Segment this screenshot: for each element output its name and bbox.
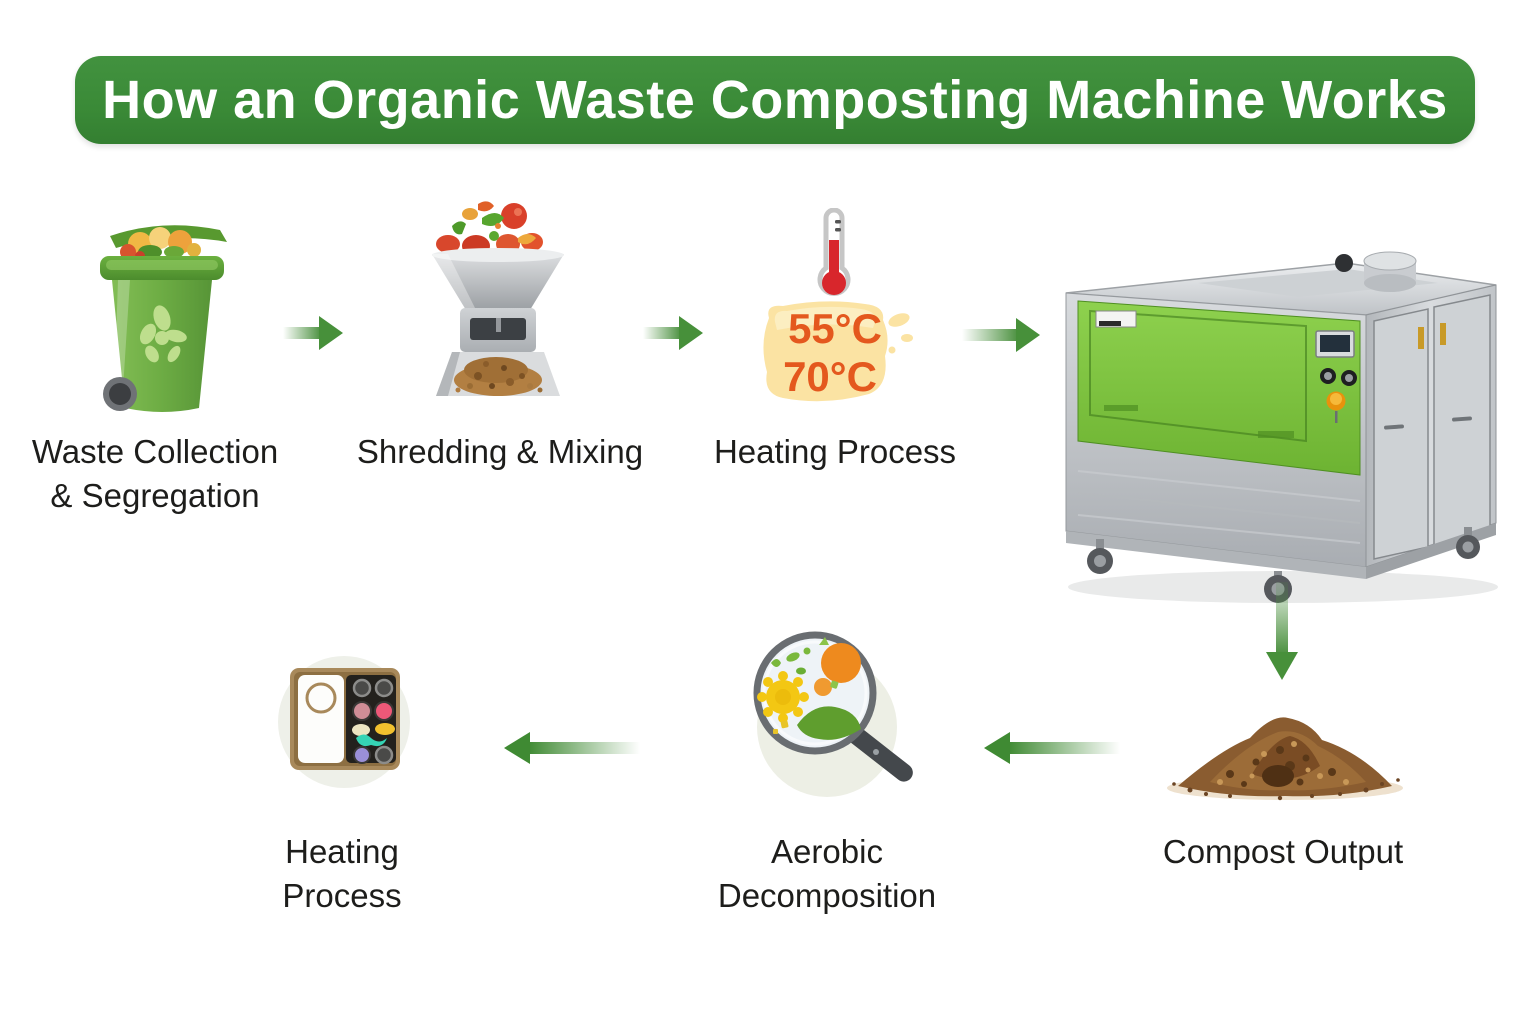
compost-pile-icon xyxy=(1160,692,1410,807)
arrow-down-icon xyxy=(1264,582,1300,684)
arrow-right-icon xyxy=(962,314,1042,356)
thermometer-icon xyxy=(812,208,856,306)
temp-max-text: 70°C xyxy=(783,353,877,400)
magnifier-microbes-icon xyxy=(735,625,945,810)
label-compost-output: Compost Output xyxy=(1162,833,1404,870)
shredder-icon xyxy=(418,200,578,415)
label-heating-process-bottom: Heating Process xyxy=(282,833,402,914)
temp-min-text: 55°C xyxy=(788,305,882,352)
composting-machine-image xyxy=(1048,235,1508,605)
arrow-left-icon xyxy=(982,728,1122,768)
waste-bin-icon xyxy=(92,218,232,418)
arrow-left-icon xyxy=(502,728,642,768)
arrow-right-icon xyxy=(643,312,705,354)
label-heating-process-top: Heating Process xyxy=(713,433,957,470)
control-panel-icon xyxy=(272,652,417,797)
label-aerobic-decomposition: Aerobic Decomposition xyxy=(717,833,937,914)
page-title: How an Organic Waste Composting Machine … xyxy=(102,70,1448,130)
title-banner: How an Organic Waste Composting Machine … xyxy=(75,56,1475,144)
label-waste-collection: Waste Collection & Segregation xyxy=(31,433,279,514)
label-shredding: Shredding & Mixing xyxy=(356,433,644,470)
arrow-right-icon xyxy=(283,312,345,354)
temperature-blob xyxy=(755,298,915,410)
